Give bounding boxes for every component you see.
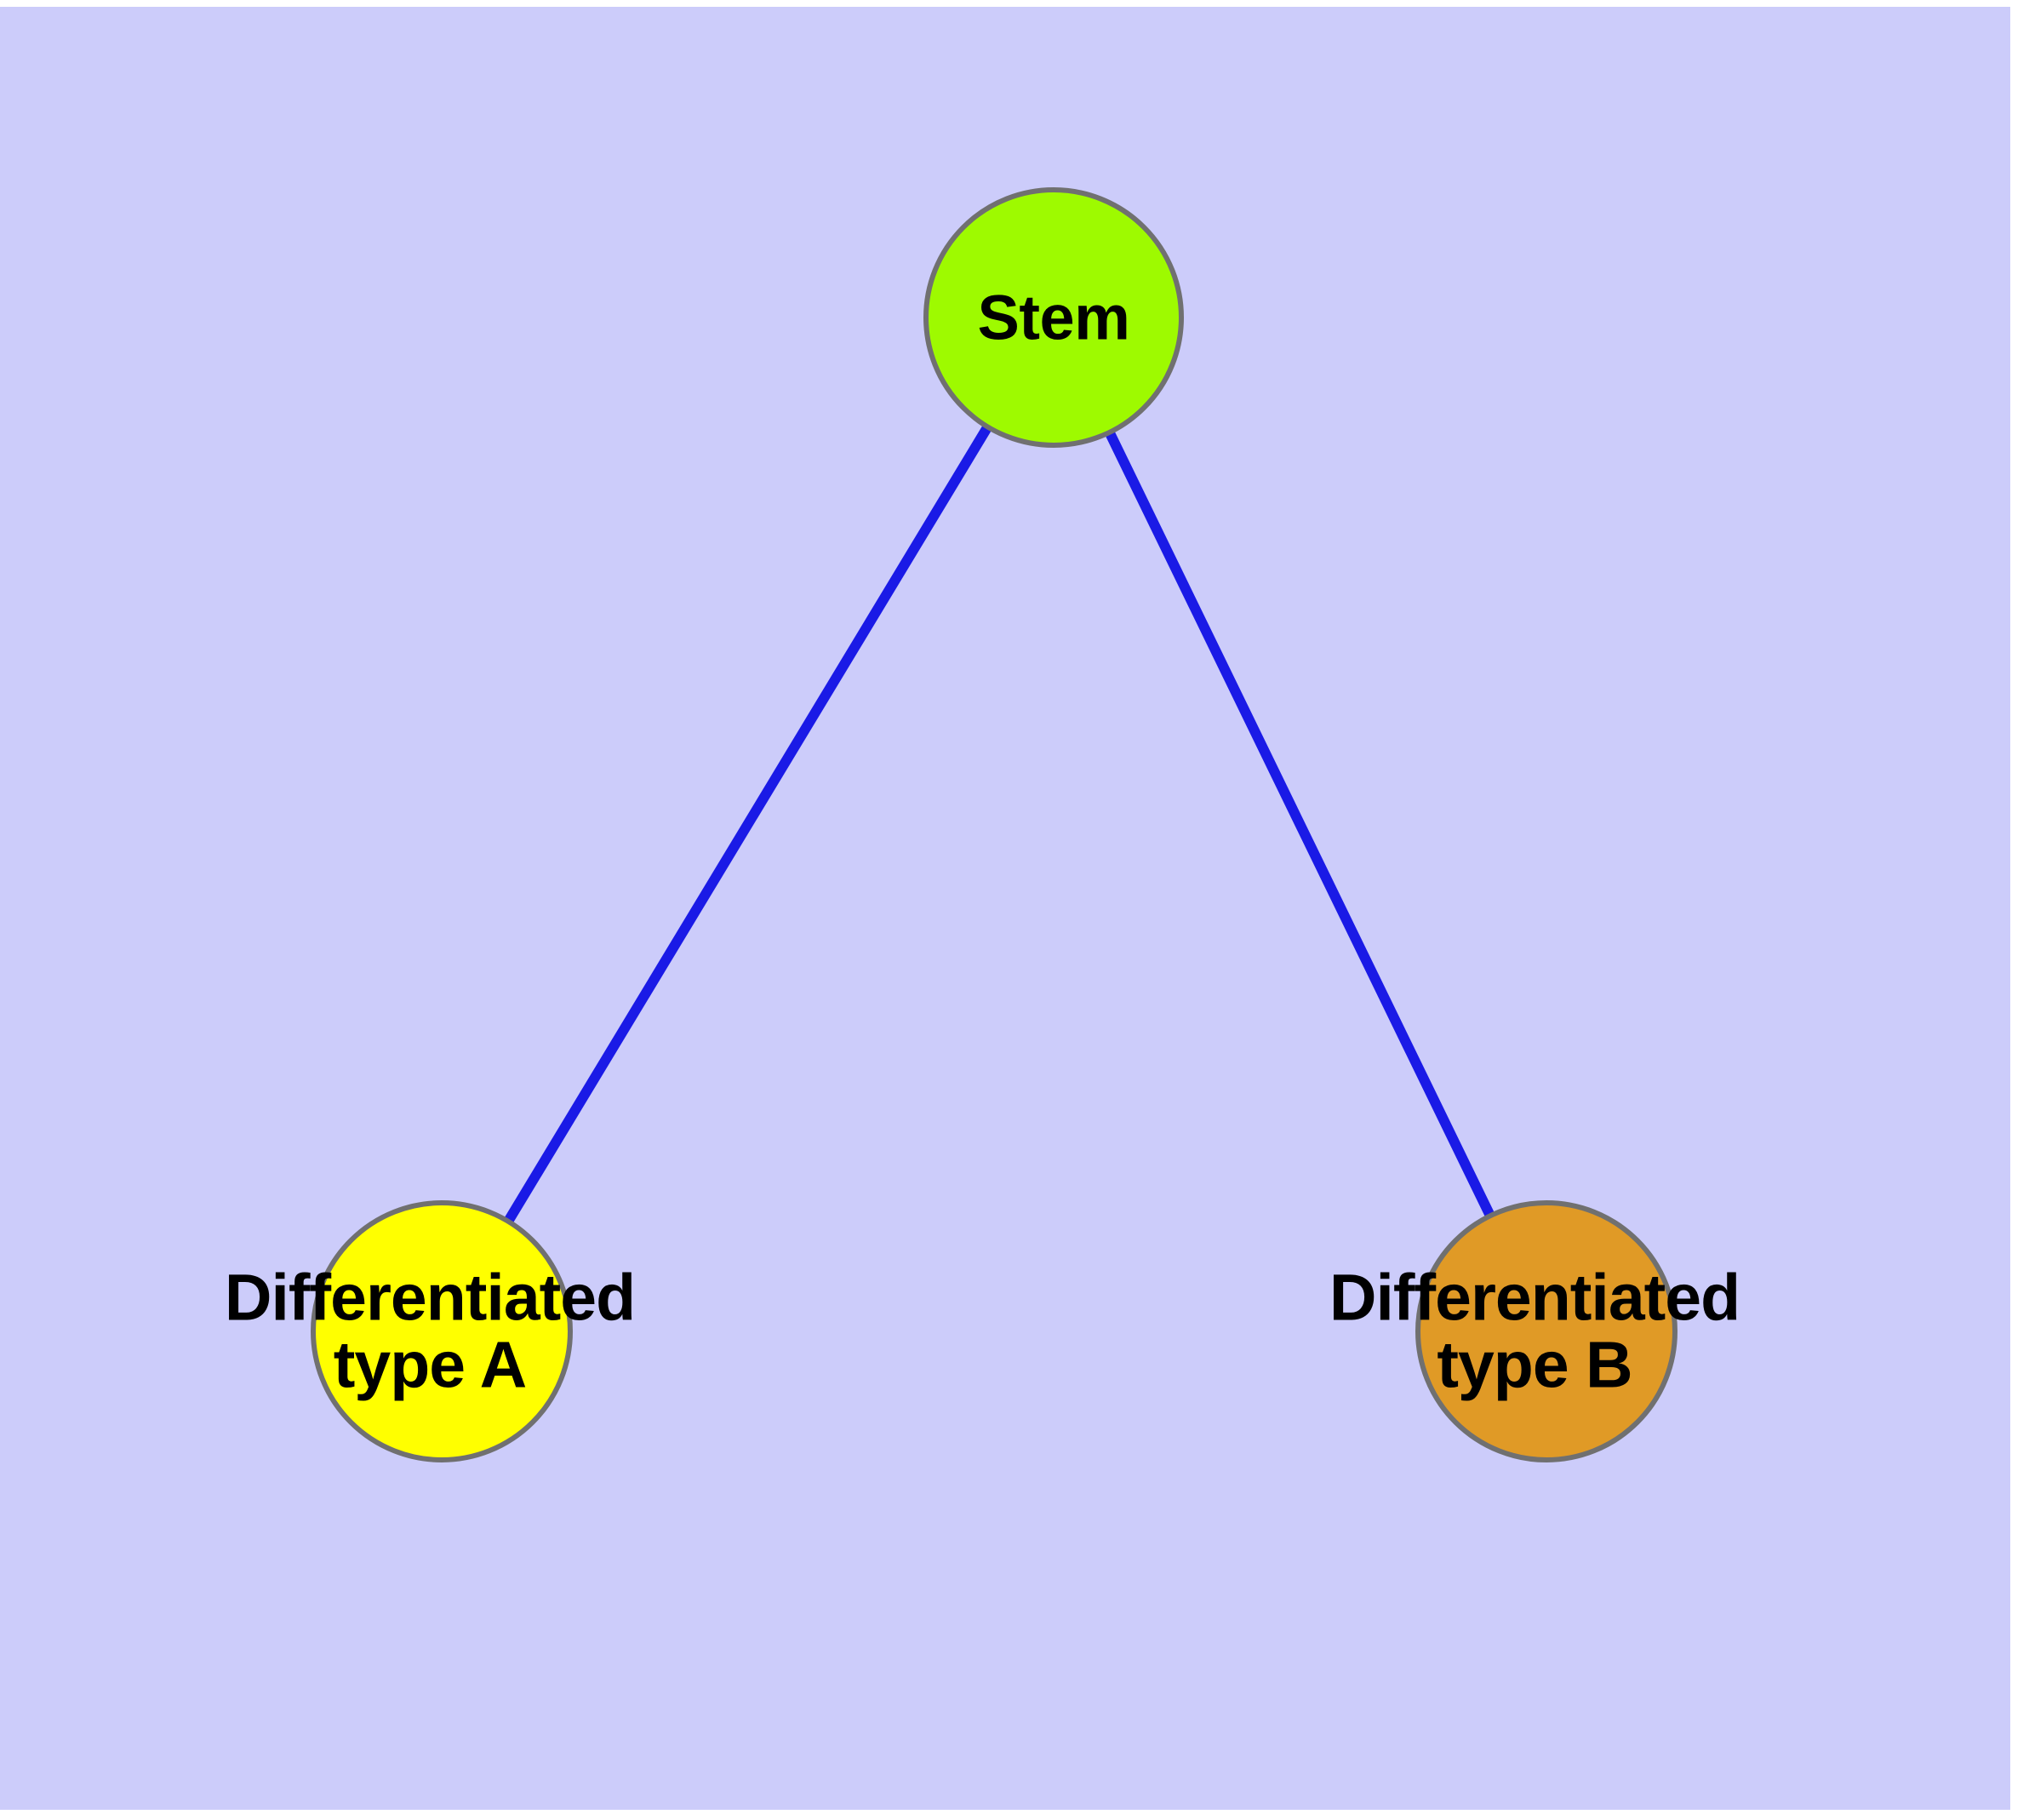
edge-stem-to-differentiated-type-b[interactable] xyxy=(1103,427,1496,1221)
node-layer xyxy=(311,187,1677,1462)
diagram-canvas: Stem Differentiated type A Differentiate… xyxy=(0,7,2010,1810)
node-stem[interactable] xyxy=(923,187,1184,448)
edge-layer xyxy=(502,421,1496,1227)
node-differentiated-type-b[interactable] xyxy=(1415,1200,1677,1462)
graph-svg xyxy=(311,187,1677,1462)
node-differentiated-type-a[interactable] xyxy=(311,1200,573,1462)
edge-stem-to-differentiated-type-a[interactable] xyxy=(502,421,994,1227)
